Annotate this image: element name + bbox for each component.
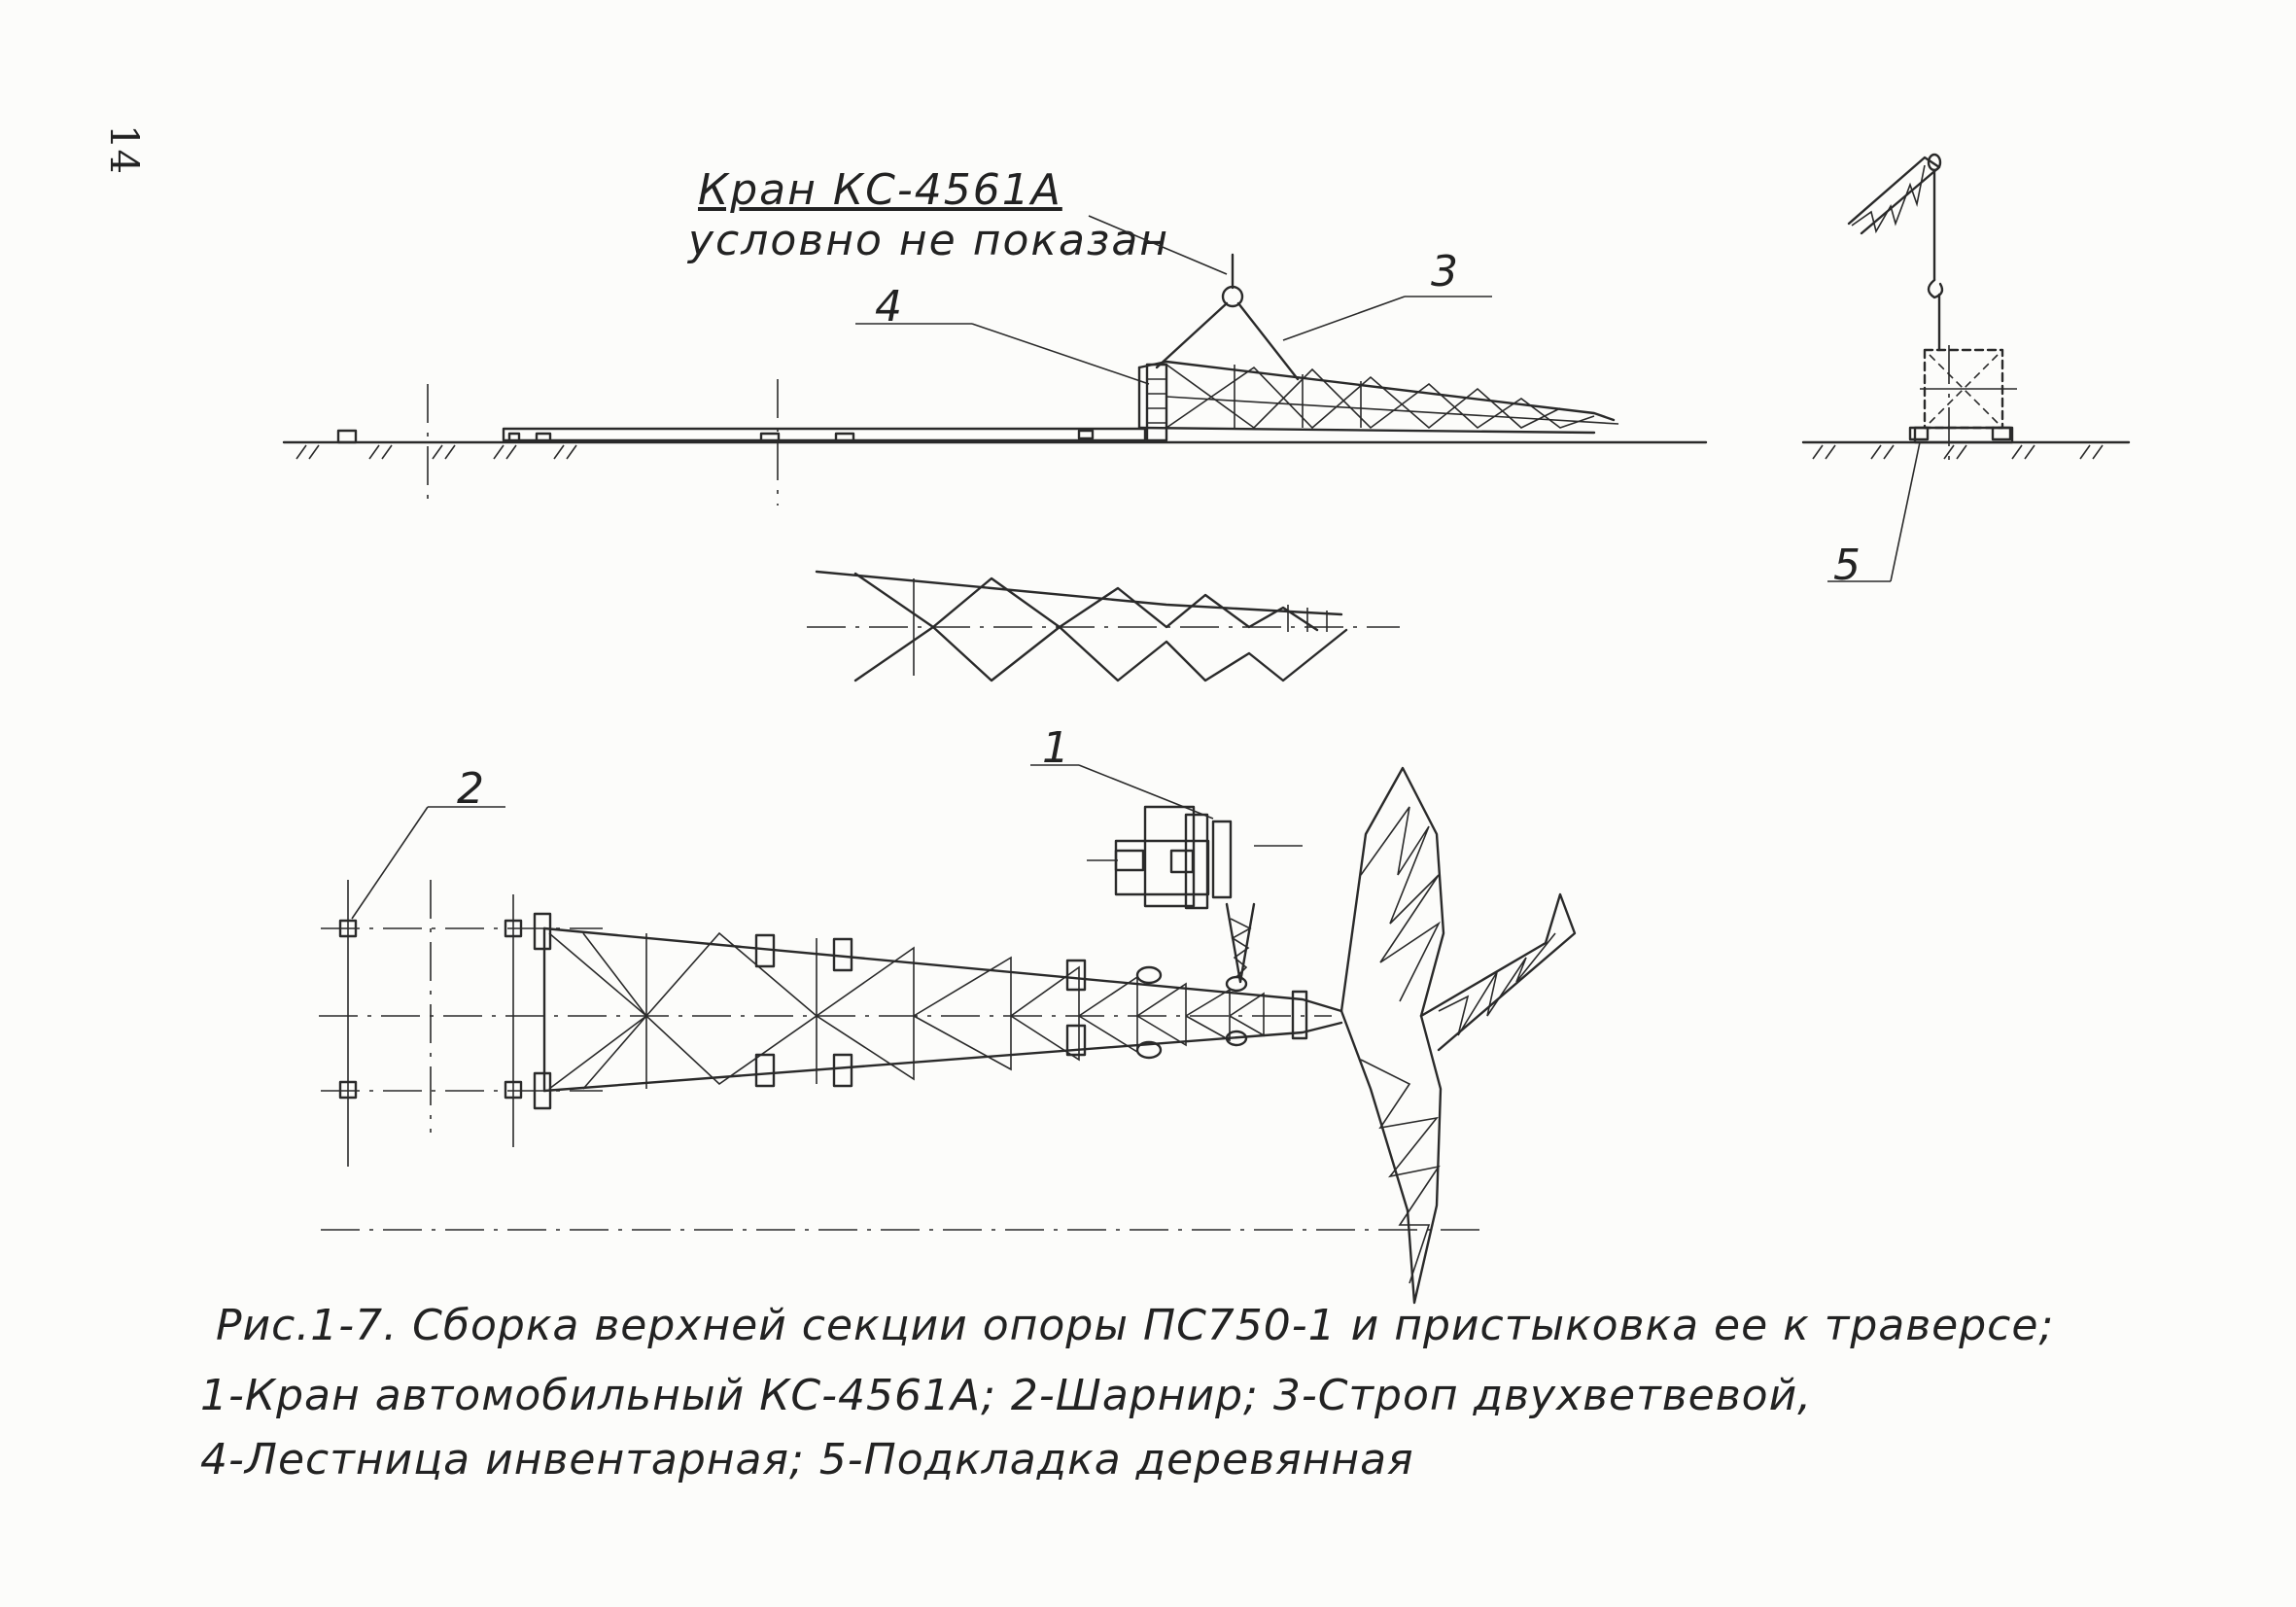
hinge-block <box>338 1080 358 1100</box>
section-plan <box>533 912 1343 1110</box>
crane-hook <box>1927 278 1944 299</box>
leader-3 <box>1282 296 1406 341</box>
mobile-crane-plan <box>1087 805 1303 984</box>
hinge-block <box>504 1080 523 1100</box>
hinge-block <box>338 919 358 938</box>
leader-1 <box>1078 764 1214 820</box>
leader-4 <box>971 323 1150 385</box>
crane-note-line1: Кран КС-4561А <box>698 165 1062 215</box>
side-view <box>1801 153 2131 582</box>
pad-block <box>336 429 358 444</box>
truss-detail <box>807 570 1400 682</box>
caption-line3: 4-Лестница инвентарная; 5-Подкладка дере… <box>200 1435 1414 1485</box>
truss-elevation <box>1137 360 1619 435</box>
leader-2 <box>351 806 429 920</box>
callout-2-label: 2 <box>457 764 484 814</box>
hinge-block <box>504 919 523 938</box>
two-branch-sling <box>1155 253 1300 381</box>
section-on-pads <box>1908 348 2017 444</box>
callout-3-label: 3 <box>1431 247 1458 297</box>
lower-beam <box>502 427 1147 442</box>
crane-jib <box>1847 153 1944 352</box>
caption-line2: 1-Кран автомобильный КС-4561А; 2-Шарнир;… <box>200 1371 1813 1420</box>
caption-line1: Рис.1-7. Сборка верхней секции опоры ПС7… <box>216 1301 2055 1350</box>
ground-hatching <box>296 444 577 460</box>
crane-note-line2: условно не показан <box>688 216 1170 265</box>
crossarm-traverse <box>1339 766 1577 1305</box>
elevation-view <box>282 215 1708 506</box>
crane-note-leader <box>1088 215 1228 275</box>
leader-5 <box>1890 441 1921 582</box>
plan-view <box>319 764 1577 1305</box>
